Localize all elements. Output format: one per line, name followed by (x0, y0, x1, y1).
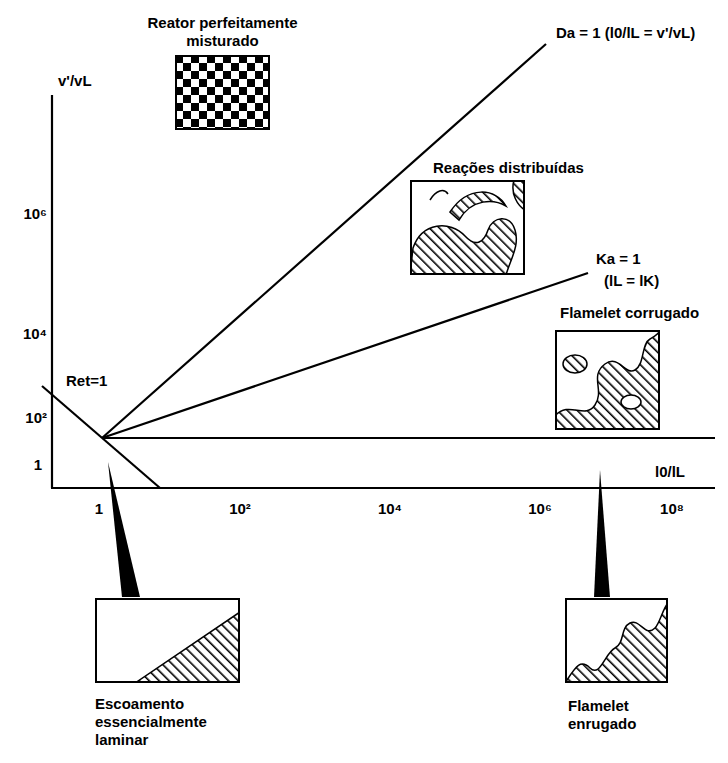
illustration-ground (555, 330, 660, 430)
regime-heading: Escoamento essencialmente laminar (95, 695, 230, 749)
regime-box: Flamelet enrugado (565, 598, 668, 683)
illustration-ground (410, 180, 525, 275)
damkohler-line (102, 44, 546, 438)
regime-line-label: Da = 1 (l0/lL = v'/vL) (556, 24, 695, 42)
distributed-illustration (410, 180, 525, 275)
burnt-island (563, 355, 587, 373)
unity-velocity-line (102, 437, 715, 439)
hatched-region (450, 192, 506, 220)
tick-label: 10⁶ (528, 500, 552, 518)
regime-heading: Reator perfeitamente misturado (135, 14, 310, 50)
regime-box: Reator perfeitamente misturado (175, 55, 270, 130)
hatched-region (135, 612, 240, 683)
axis-label: v'/vL (58, 72, 92, 90)
regime-heading: Flamelet corrugado (560, 304, 720, 322)
reynolds-line (42, 386, 160, 488)
tick-label: 1 (95, 500, 103, 518)
illustration-ground (95, 598, 240, 683)
axes (51, 95, 715, 488)
regime-box: Escoamento essencialmente laminar (95, 598, 240, 683)
regime-box: Flamelet corrugado (555, 330, 660, 430)
illustration-ground (565, 598, 668, 683)
x-axis (51, 487, 715, 489)
laminar-illustration (95, 598, 240, 683)
tick-label: 10² (229, 500, 251, 518)
regime-heading: Flamelet enrugado (568, 697, 668, 733)
regime-line-label: Ret=1 (66, 372, 107, 390)
y-axis (51, 95, 53, 488)
pointer-wedge (594, 470, 610, 597)
axis-label: l0/lL (655, 463, 685, 481)
tick-label: 10⁴ (23, 325, 47, 343)
tick-label: 1 (34, 456, 42, 474)
hatched-region (565, 603, 668, 683)
corrugated-illustration (555, 330, 660, 430)
front-line (430, 191, 448, 200)
regime-line-label: Ka = 1 (596, 250, 641, 268)
pointer-wedge (108, 462, 140, 597)
tick-label: 10⁶ (23, 205, 47, 223)
tick-label: 10² (25, 409, 47, 427)
unburnt-pocket (621, 395, 641, 409)
regime-box: Reações distribuídas (410, 180, 525, 275)
karlovitz-line (102, 273, 588, 438)
regime-lines (42, 44, 715, 488)
wrinkled-illustration (565, 598, 668, 683)
hatched-region (410, 219, 516, 275)
regime-line-label: (lL = lK) (604, 272, 659, 290)
regime-heading: Reações distribuídas (433, 159, 613, 177)
checkerboard-illustration (175, 55, 270, 130)
tick-label: 10⁴ (378, 500, 402, 518)
hatched-region (555, 330, 660, 430)
tick-label: 10⁸ (660, 500, 684, 518)
